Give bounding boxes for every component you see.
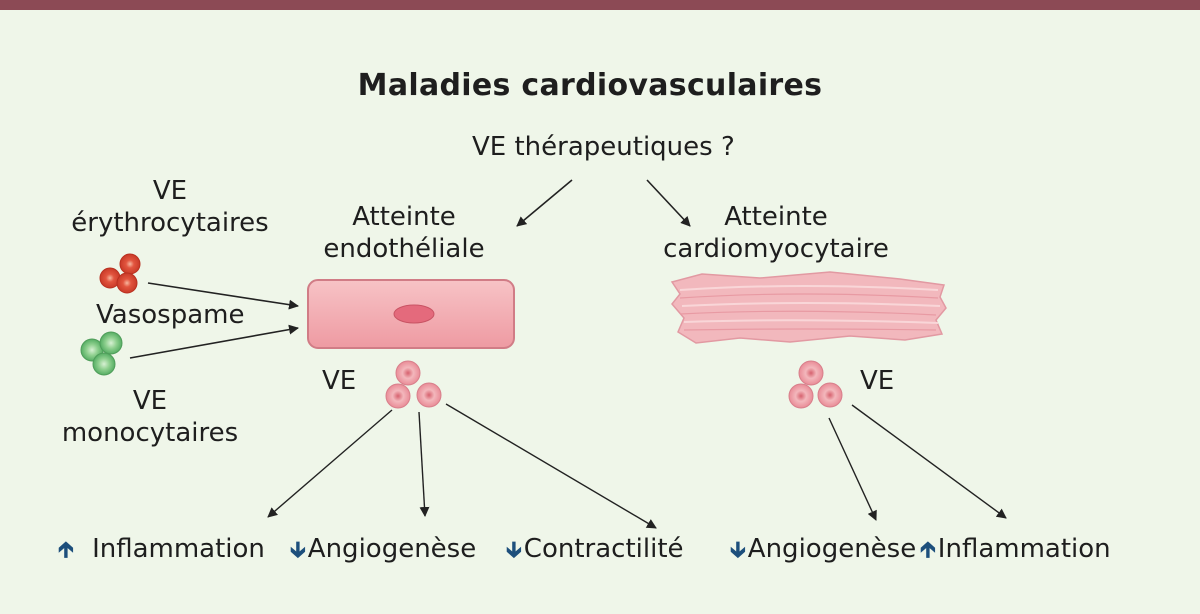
erythro-label-line2: érythrocytaires: [71, 208, 269, 238]
arrow-up-icon: 🡱: [58, 538, 74, 563]
arrow-erythro-to-cell: [147, 282, 299, 310]
arrow-down-icon: 🡳: [730, 538, 746, 563]
arrow-endo-to-angiogenese: [418, 411, 430, 517]
top-bar: [0, 0, 1200, 10]
endo-ve-label: VE: [322, 366, 357, 396]
arrow-down-icon: 🡳: [506, 538, 522, 563]
mono-label-line1: VE: [132, 386, 168, 416]
endo-label-line2: endothéliale: [323, 234, 485, 264]
effect-angiogenese-decrease: 🡳Angiogenèse: [290, 534, 477, 564]
cardio-label-line1: Atteinte: [724, 202, 828, 232]
vasospasm-label: Vasospame: [96, 300, 245, 330]
arrow-mono-to-cell: [129, 324, 299, 359]
effect-contractilite-decrease: 🡳Contractilité: [506, 534, 684, 564]
erythro-label-line1: VE: [152, 176, 188, 206]
erythro-vesicles: [99, 253, 141, 294]
mono-label-line2: monocytaires: [61, 418, 239, 448]
arrow-therapy-to-endo: [516, 179, 573, 227]
cardio-label-line2: cardiomyocytaire: [663, 234, 889, 264]
effect-inflammation-increase: 🡱 Inflammation: [58, 534, 265, 564]
effect-angiogenese-decrease-cardio: 🡳Angiogenèse: [730, 534, 917, 564]
effect-inflammation-increase-cardio: 🡱Inflammation: [920, 534, 1111, 564]
cardiomyocyte: [670, 271, 947, 344]
arrow-cardio-to-inflammation: [851, 404, 1007, 519]
endo-ve-vesicles: [385, 360, 442, 409]
arrow-endo-to-inflammation: [267, 409, 393, 518]
cardio-ve-label: VE: [860, 366, 895, 396]
endothelial-cell: [307, 279, 515, 349]
therapeutic-ve-label: VE thérapeutiques ?: [472, 132, 735, 162]
arrow-endo-to-contractilite: [445, 403, 657, 529]
mono-vesicles: [80, 331, 123, 376]
arrow-down-icon: 🡳: [290, 538, 306, 563]
diagram-title: Maladies cardiovasculaires: [357, 68, 823, 103]
arrow-cardio-to-angiogenese: [828, 417, 877, 521]
cardio-ve-vesicles: [788, 360, 843, 409]
arrow-therapy-to-cardio: [646, 179, 691, 227]
endo-label-line1: Atteinte: [352, 202, 456, 232]
arrow-up-icon: 🡱: [920, 538, 936, 563]
